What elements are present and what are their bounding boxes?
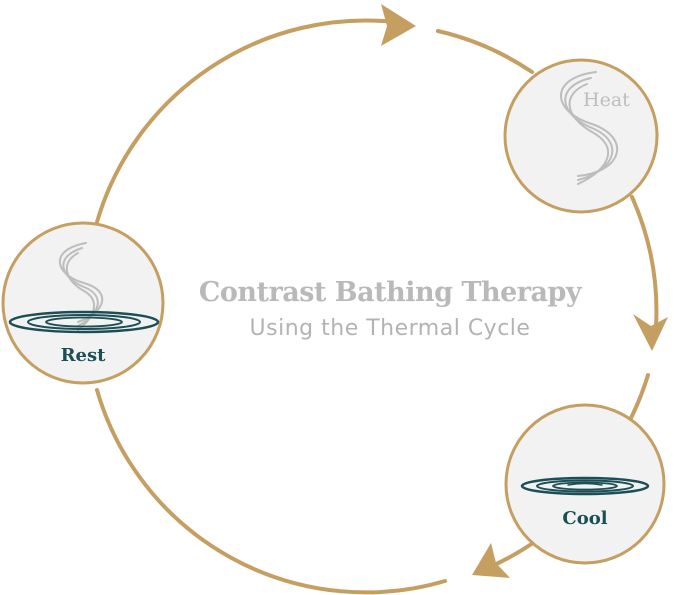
steam-ripple-icon [8,242,160,334]
rest-node[interactable]: Rest [1,221,165,385]
arrow-top-icon [381,4,416,46]
arrow-bottom-icon [472,543,510,578]
cycle-ring [95,18,659,595]
water-ripple-icon [520,476,650,496]
rest-label: Rest [61,345,107,366]
cool-node[interactable]: Cool [504,403,666,565]
arc-top-to-heat [436,29,534,74]
heat-node-circle [503,58,659,214]
arc-rest-to-top [95,18,397,224]
arc-cool-to-bottom [490,541,535,568]
arc-heat-to-right [630,195,659,329]
diagram-subtitle: Using the Thermal Cycle [250,316,531,341]
cool-label: Cool [562,508,607,529]
diagram-title: Contrast Bathing Therapy [199,277,583,308]
arrow-right-icon [633,314,668,351]
arc-bottom-to-rest [95,388,447,595]
steam-icon [560,71,619,185]
arc-right-to-cool [629,373,650,420]
heat-label: Heat [583,89,630,111]
rest-node-circle [1,221,165,385]
heat-node[interactable]: Heat [503,58,659,214]
cycle-arrows [381,4,668,578]
